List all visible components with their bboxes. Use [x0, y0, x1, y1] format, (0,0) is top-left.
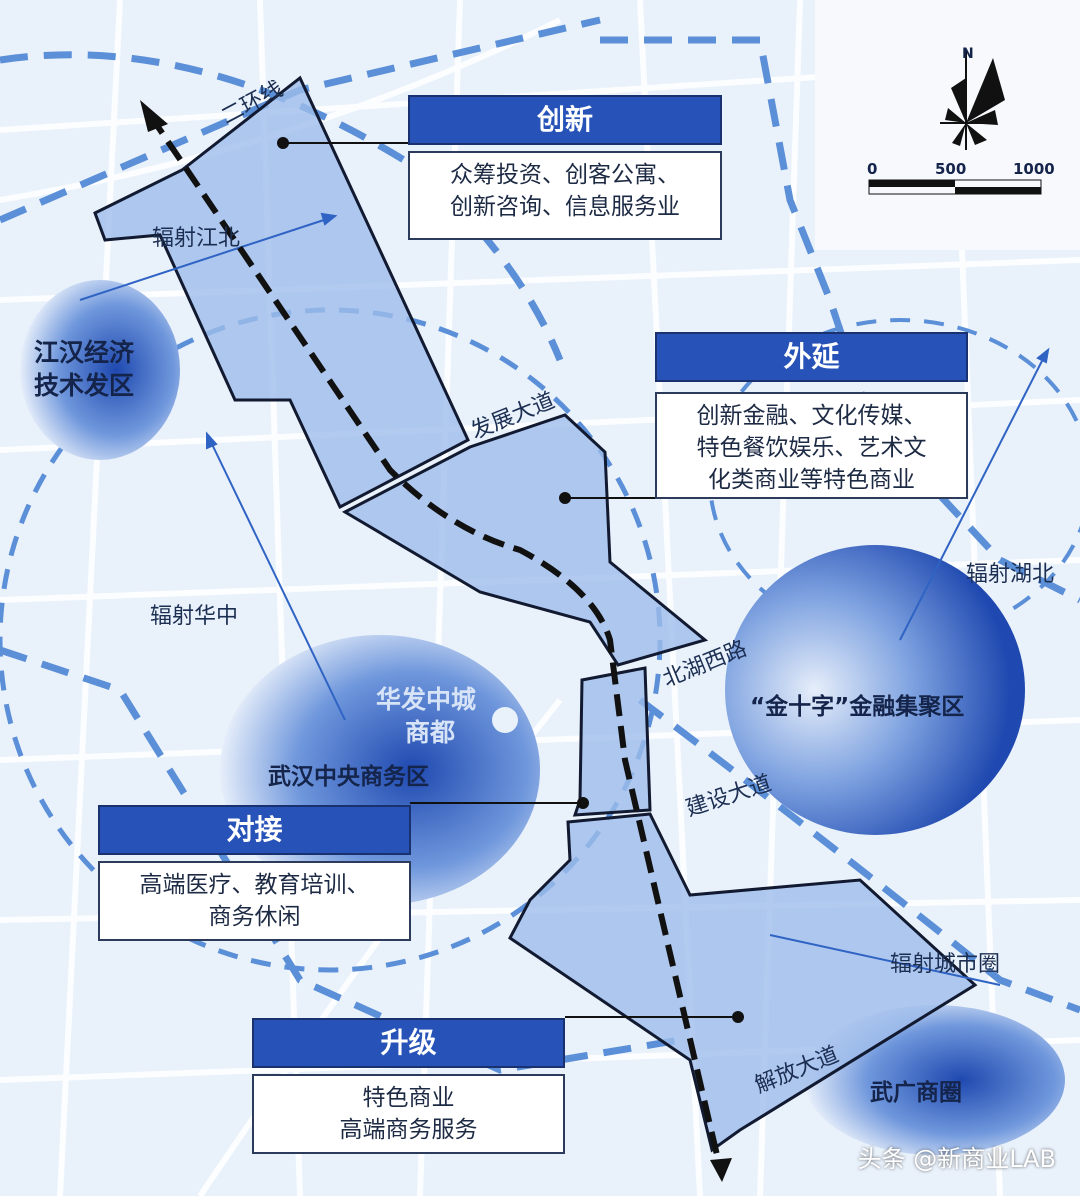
scale-label-0: 0	[867, 160, 878, 178]
huafa-marker	[492, 707, 518, 733]
callout-line: 特色餐饮娱乐、艺术文	[696, 435, 927, 461]
district-jinshizi: “金十字”金融集聚区	[750, 694, 965, 720]
north-label: N	[962, 46, 974, 62]
planning-zones	[93, 75, 978, 1153]
scale-label-500: 500	[935, 160, 967, 178]
radiation-label-jiangbei: 辐射江北	[152, 226, 241, 251]
callout-line: 高端医疗、教育培训、	[139, 872, 370, 898]
callout-body-connect: 高端医疗、教育培训、 商务休闲	[98, 861, 411, 941]
callout-line: 创新金融、文化传媒、	[696, 403, 927, 429]
north-arrow-icon	[868, 50, 1042, 195]
radiation-label-city-circle: 辐射城市圈	[890, 952, 1001, 977]
jianghan-blob	[20, 280, 180, 460]
radiation-label-huazhong: 辐射华中	[150, 604, 239, 629]
callout-line: 创新咨询、信息服务业	[450, 194, 680, 220]
callout-title-extension: 外延	[655, 332, 968, 382]
callout-title-innovation: 创新	[408, 95, 722, 145]
district-huafa-line1: 华发中城	[376, 685, 477, 714]
callout-line: 众筹投资、创客公寓、	[450, 162, 680, 188]
axis-arrow-south	[710, 1158, 732, 1182]
district-wuguang: 武广商圈	[870, 1080, 962, 1106]
callout-title-upgrade: 升级	[252, 1018, 565, 1068]
district-huafa-line2: 商都	[405, 718, 456, 747]
radiation-label-hubei: 辐射湖北	[966, 562, 1055, 587]
jinshizi-blob	[725, 545, 1025, 835]
callout-line: 高端商务服务	[339, 1117, 478, 1143]
callout-body-innovation: 众筹投资、创客公寓、 创新咨询、信息服务业	[408, 151, 722, 240]
callout-leaders	[277, 137, 744, 1023]
watermark: 头条 @新商业LAB	[857, 1145, 1056, 1173]
callout-body-extension: 创新金融、文化传媒、 特色餐饮娱乐、艺术文 化类商业等特色商业	[655, 392, 968, 499]
callout-line: 特色商业	[362, 1085, 455, 1111]
callout-title-connect: 对接	[98, 805, 411, 855]
callout-body-upgrade: 特色商业 高端商务服务	[252, 1074, 565, 1154]
radiation-arrows	[79, 212, 1050, 986]
district-jianghan-line1: 江汉经济	[34, 338, 135, 367]
scale-label-1000: 1000	[1013, 160, 1055, 178]
callout-line: 化类商业等特色商业	[708, 467, 915, 493]
legend-panel: N 0 500 1000	[815, 0, 1080, 250]
callout-line: 商务休闲	[208, 904, 301, 930]
district-jianghan-line2: 技术发区	[34, 371, 135, 400]
development-axis	[147, 113, 723, 1169]
axis-arrow-north	[140, 100, 168, 132]
district-cbd: 武汉中央商务区	[268, 764, 429, 790]
